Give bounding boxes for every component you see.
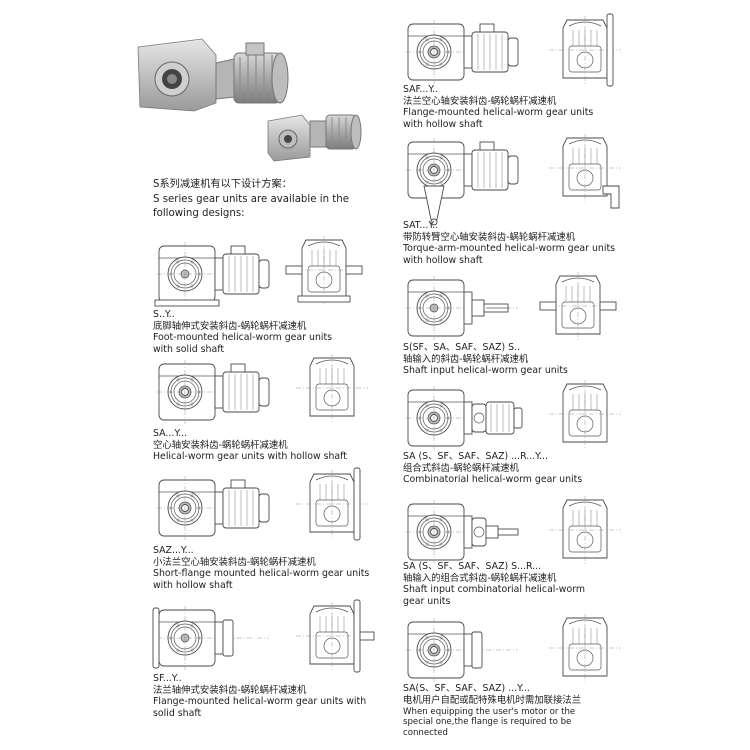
drawing-front-sat-y — [406, 138, 519, 226]
drawing-side-sf-y — [296, 599, 375, 673]
design-code: SF...Y.. — [153, 673, 182, 684]
intro-text: S系列减速机有以下设计方案： S series gear units are a… — [153, 178, 349, 222]
design-caption-sat-y: SAT...Y.. 带防转臂空心轴安装斜齿-蜗轮蜗杆减速机 Torque-arm… — [403, 220, 615, 266]
design-cn: 空心轴安装斜齿-蜗轮蜗杆减速机 — [153, 439, 288, 451]
intro-en-line2: following designs: — [153, 208, 245, 220]
design-code: SAF...Y.. — [403, 84, 439, 95]
design-en: solid shaft — [153, 707, 202, 719]
design-cn: 小法兰空心轴安装斜齿-蜗轮蜗杆减速机 — [153, 556, 316, 568]
drawing-side-s-y — [285, 236, 363, 304]
gear-motor-photo — [137, 38, 362, 162]
design-en: gear units — [403, 595, 451, 607]
design-cn: 轴输入的斜齿-蜗轮蜗杆减速机 — [403, 353, 529, 365]
drawing-side-combinatorial — [549, 380, 621, 448]
design-caption-shaft-input-combinatorial: SA (S、SF、SAF、SAZ) S...R... 轴输入的组合式斜齿-蜗轮蜗… — [403, 561, 585, 607]
design-code: SA (S、SF、SAF、SAZ) ...R...Y... — [403, 451, 548, 462]
design-cn: 底脚轴伸式安装斜齿-蜗轮蜗杆减速机 — [153, 320, 307, 332]
design-cn: 法兰轴伸式安装斜齿-蜗轮蜗杆减速机 — [153, 684, 307, 696]
design-en: with hollow shaft — [403, 118, 483, 130]
drawing-front-combinatorial — [406, 386, 523, 450]
design-en: connected — [403, 727, 448, 738]
design-cn: 电机用户自配或配特殊电机时需加联接法兰 — [403, 695, 582, 706]
design-en: special one,the flange is required to be — [403, 717, 572, 728]
drawing-side-sat-y — [549, 134, 621, 209]
design-caption-saf-y: SAF...Y.. 法兰空心轴安装斜齿-蜗轮蜗杆减速机 Flange-mount… — [403, 84, 593, 130]
drawing-front-shaft-input — [406, 276, 518, 340]
design-en: When equipping the user's motor or the — [403, 707, 576, 717]
design-code: SAT...Y.. — [403, 220, 439, 231]
design-caption-combinatorial: SA (S、SF、SAF、SAZ) ...R...Y... 组合式斜齿-蜗轮蜗杆… — [403, 451, 582, 486]
design-en: Flange-mounted helical-worm gear units w… — [153, 696, 367, 708]
intro-cn: S系列减速机有以下设计方案： — [153, 179, 292, 190]
design-caption-saz-y: SAZ...Y... 小法兰空心轴安装斜齿-蜗轮蜗杆减速机 Short-flan… — [153, 545, 369, 591]
drawing-side-shaft-input-combinatorial — [549, 496, 621, 564]
design-en: Torque-arm-mounted helical-worm gear uni… — [403, 243, 616, 255]
drawing-front-sf-y — [152, 606, 269, 670]
design-en: Helical-worm gear units with hollow shaf… — [153, 451, 347, 463]
design-en: Shaft input combinatorial helical-worm — [403, 584, 586, 596]
design-code: S..Y.. — [153, 309, 175, 320]
design-cn: 带防转臂空心轴安装斜齿-蜗轮蜗杆减速机 — [403, 231, 576, 243]
design-code: SA(S、SF、SAF、SAZ) ...Y... — [403, 683, 530, 694]
design-en: Shaft input helical-worm gear units — [403, 365, 568, 377]
design-en: Flange-mounted helical-worm gear units — [403, 107, 594, 119]
design-en: with solid shaft — [153, 343, 225, 355]
design-code: S(SF、SA、SAF、SAZ) S.. — [403, 342, 521, 353]
design-cn: 法兰空心轴安装斜齿-蜗轮蜗杆减速机 — [403, 95, 557, 107]
drawing-side-shaft-input — [539, 272, 617, 340]
design-caption-user-motor: SA(S、SF、SAF、SAZ) ...Y... 电机用户自配或配特殊电机时需加… — [403, 683, 581, 738]
design-code: SA (S、SF、SAF、SAZ) S...R... — [403, 561, 542, 572]
design-code: SA...Y... — [153, 428, 188, 439]
design-en: Combinatorial helical-worm gear units — [403, 474, 583, 486]
drawing-front-saz-y — [157, 476, 270, 540]
design-cn: 轴输入的组合式斜齿-蜗轮蜗杆减速机 — [403, 572, 557, 584]
drawing-front-sa-y — [157, 360, 270, 424]
design-cn: 组合式斜齿-蜗轮蜗杆减速机 — [403, 462, 519, 474]
intro-en-line1: S series gear units are available in the — [153, 193, 349, 205]
design-en: with hollow shaft — [403, 254, 483, 266]
design-code: SAZ...Y... — [153, 545, 194, 556]
drawing-front-s-y — [154, 242, 270, 307]
design-en: Foot-mounted helical-worm gear units — [153, 332, 333, 344]
drawing-side-sa-y — [296, 354, 368, 422]
drawing-side-saf-y — [549, 13, 621, 87]
drawing-front-shaft-input-combinatorial — [406, 500, 519, 564]
drawing-side-saz-y — [296, 467, 368, 541]
drawing-side-user-motor — [549, 614, 621, 682]
design-caption-sa-y: SA...Y... 空心轴安装斜齿-蜗轮蜗杆减速机 Helical-worm g… — [153, 428, 347, 463]
drawing-front-user-motor — [406, 618, 518, 682]
design-caption-shaft-input: S(SF、SA、SAF、SAZ) S.. 轴输入的斜齿-蜗轮蜗杆减速机 Shaf… — [403, 342, 568, 377]
design-en: Short-flange mounted helical-worm gear u… — [153, 568, 370, 580]
design-en: with hollow shaft — [153, 579, 233, 591]
drawing-front-saf-y — [406, 20, 519, 84]
design-caption-sf-y: SF...Y.. 法兰轴伸式安装斜齿-蜗轮蜗杆减速机 Flange-mounte… — [153, 673, 366, 719]
design-caption-s-y: S..Y.. 底脚轴伸式安装斜齿-蜗轮蜗杆减速机 Foot-mounted he… — [153, 309, 332, 355]
